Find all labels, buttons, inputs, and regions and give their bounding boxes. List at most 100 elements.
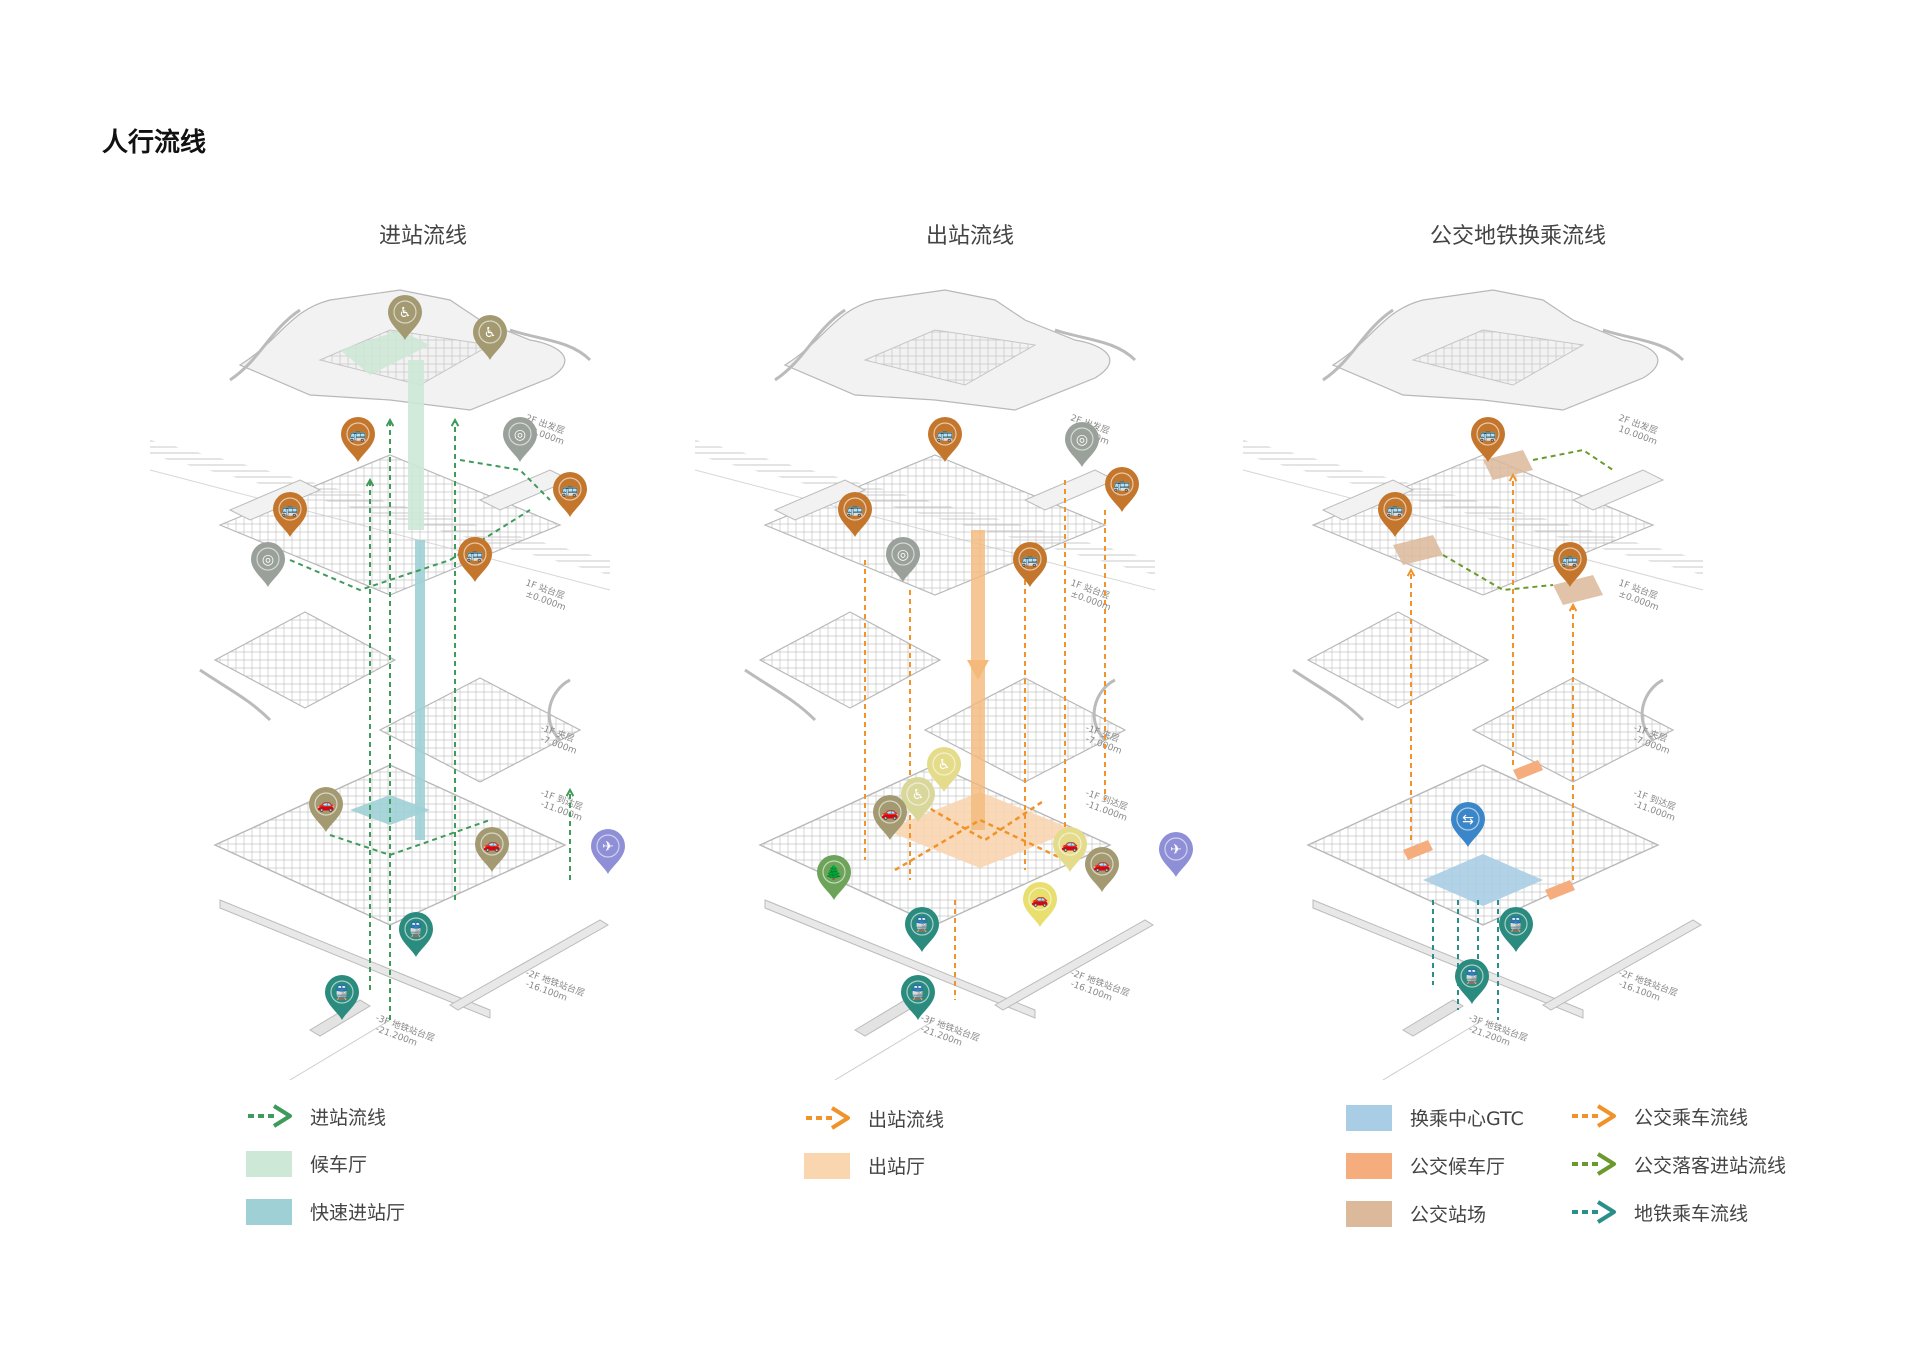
metro-platform-b3 [1402,999,1464,1037]
bus-pin-icon: 🚌 [341,417,375,462]
legend-label: 进站流线 [310,1106,387,1129]
legend-item: 换乘中心GTC [1346,1104,1524,1131]
svg-text:🚆: 🚆 [913,916,930,933]
legend-arrow-icon [248,1104,292,1128]
level-b1-mezzanine [758,611,942,709]
legend-item: 公交乘车流线 [1570,1102,1748,1130]
taxi-pin-icon: ♿ [901,777,935,822]
arrow-head [565,787,575,797]
legend-item: 出站流线 [804,1104,944,1132]
svg-text:⇆: ⇆ [1462,812,1474,828]
car-pin-icon: 🚗 [309,787,343,832]
level-b1-mezzanine [213,611,397,709]
metro-pin-icon: 🚆 [1455,959,1489,1004]
platform-wing [1571,469,1665,511]
legend-label: 公交候车厅 [1410,1156,1506,1178]
legend-label: 公交站场 [1410,1204,1487,1226]
legend-label: 出站流线 [868,1108,945,1131]
metro-pin-icon: 🚆 [905,907,939,952]
exit-main-arrow [967,660,989,680]
svg-text:🚌: 🚌 [561,482,579,498]
gtc-pin-icon: ⇆ [1451,802,1485,847]
legend-item: 进站流线 [246,1102,386,1130]
arrow-head [1508,472,1518,482]
bus-waiting-area [1545,880,1575,900]
platform-wing [1321,479,1415,521]
arrow-head [450,417,460,427]
legend-label: 快速进站厅 [310,1202,406,1224]
airport-pin-icon: ✈ [1159,832,1193,877]
svg-text:🌲: 🌲 [825,864,842,881]
bus-pin-icon: 🚌 [1553,542,1587,587]
bus-pin-icon: 🚌 [1105,467,1139,512]
metro-track [834,1019,936,1081]
level-2f-floorplate [1411,329,1585,386]
svg-text:✈: ✈ [1170,842,1182,858]
flow-line [914,798,1046,842]
level-b1-mezzanine [1306,611,1490,709]
svg-text:◎: ◎ [1076,432,1088,448]
bus-pin-icon: 🚌 [1013,542,1047,587]
platform-wing [1023,469,1117,511]
svg-text:🚌: 🚌 [846,502,864,518]
park-pin-icon: 🌲 [817,855,851,900]
arrow-head [385,417,395,427]
arrow-head [1406,567,1416,577]
level-2f-floorplate [863,329,1037,386]
ramp [1092,678,1116,742]
svg-text:◎: ◎ [514,427,526,443]
metro-pin-icon: 🚆 [901,975,935,1020]
platform-wing [773,479,867,521]
legend-item: 地铁乘车流线 [1570,1198,1748,1226]
arrow-head [365,477,375,487]
svg-text:🚗: 🚗 [317,797,334,813]
legend-arrow-icon [806,1106,850,1130]
metro-pin-icon: 🚆 [325,975,359,1020]
svg-text:🚆: 🚆 [1507,916,1524,933]
svg-text:🚌: 🚌 [1386,502,1404,518]
svg-text:🚌: 🚌 [281,502,299,518]
parking-pin-icon: ◎ [1065,422,1099,467]
bus-pin-icon: 🚌 [1471,417,1505,462]
legend-swatch [1346,1104,1392,1131]
bus-station-area [1393,535,1443,565]
metro-platform-b2 [1542,919,1702,1011]
road-curve [509,328,592,362]
airport-pin-icon: ✈ [591,829,625,874]
flow-line [1442,554,1554,592]
road-curve [774,308,846,382]
legend-swatch [246,1198,292,1225]
page-title: 人行流线 [102,128,207,158]
road-curve [1602,328,1685,362]
legend-item: 公交站场 [1346,1200,1486,1227]
car-pin-icon: 🚗 [873,795,907,840]
svg-text:◎: ◎ [262,552,274,568]
bus-pin-icon: 🚌 [838,492,872,537]
legend-label: 换乘中心GTC [1410,1108,1524,1130]
platform-wing [228,479,322,521]
car-pin-icon: 🚗 [1053,827,1087,872]
svg-text:🚌: 🚌 [1113,477,1131,493]
metro-platform-b2 [1312,899,1584,1019]
bus-station-area [1553,575,1603,605]
legend-item: 出站厅 [804,1152,925,1179]
svg-text:♿: ♿ [399,305,412,321]
legend-label: 地铁乘车流线 [1634,1202,1749,1225]
ramp [547,678,571,742]
svg-text:🚌: 🚌 [466,547,484,563]
level-b1-mezzanine [378,677,582,783]
svg-text:♿: ♿ [938,757,951,773]
legend-swatch [246,1150,292,1177]
metro-platform-b2 [219,899,491,1019]
svg-text:🚌: 🚌 [1561,552,1579,568]
bus-waiting-area [1403,840,1433,860]
flow-line [459,459,551,501]
ramp [744,668,817,722]
car-pin-icon: 🚗 [1023,882,1057,927]
legend-item: 候车厅 [246,1150,367,1177]
svg-text:🚗: 🚗 [1031,892,1048,908]
legend-arrow-icon [1572,1104,1616,1128]
